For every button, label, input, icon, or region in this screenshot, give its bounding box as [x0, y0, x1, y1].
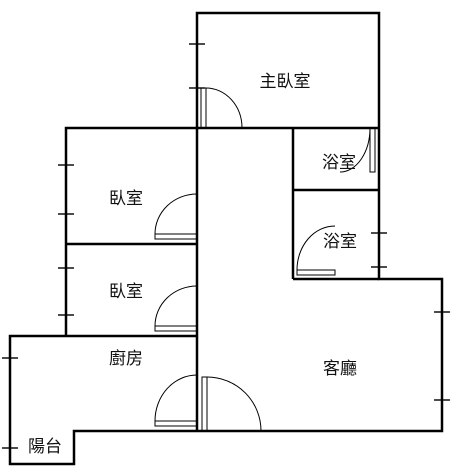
door-bedroom-2 — [154, 285, 198, 332]
walls — [8, 11, 444, 466]
door-kitchen — [154, 374, 198, 427]
wall-kitchen-outer — [8, 334, 197, 466]
label-living-room: 客廳 — [323, 359, 357, 379]
wall-right-outer — [197, 190, 444, 433]
wall-bedrooms-outer — [64, 126, 197, 336]
label-balcony: 陽台 — [28, 437, 62, 457]
door-living-room — [201, 376, 262, 432]
door-bathroom-1 — [339, 127, 376, 173]
door-bathroom-2 — [296, 225, 336, 276]
label-master-bedroom: 主臥室 — [260, 72, 311, 92]
door-bedroom-1 — [154, 193, 198, 240]
room-labels: 主臥室 浴室 浴室 臥室 臥室 廚房 客廳 陽台 — [28, 72, 357, 457]
label-bathroom-2: 浴室 — [323, 232, 357, 252]
label-bedroom-1: 臥室 — [109, 189, 143, 209]
label-kitchen: 廚房 — [109, 348, 143, 369]
doors — [154, 87, 376, 432]
label-bedroom-2: 臥室 — [109, 282, 143, 302]
window-ticks — [2, 43, 450, 449]
door-master-bedroom — [200, 87, 243, 129]
wall-master-bedroom — [195, 11, 381, 190]
label-bathroom-1: 浴室 — [322, 153, 356, 173]
